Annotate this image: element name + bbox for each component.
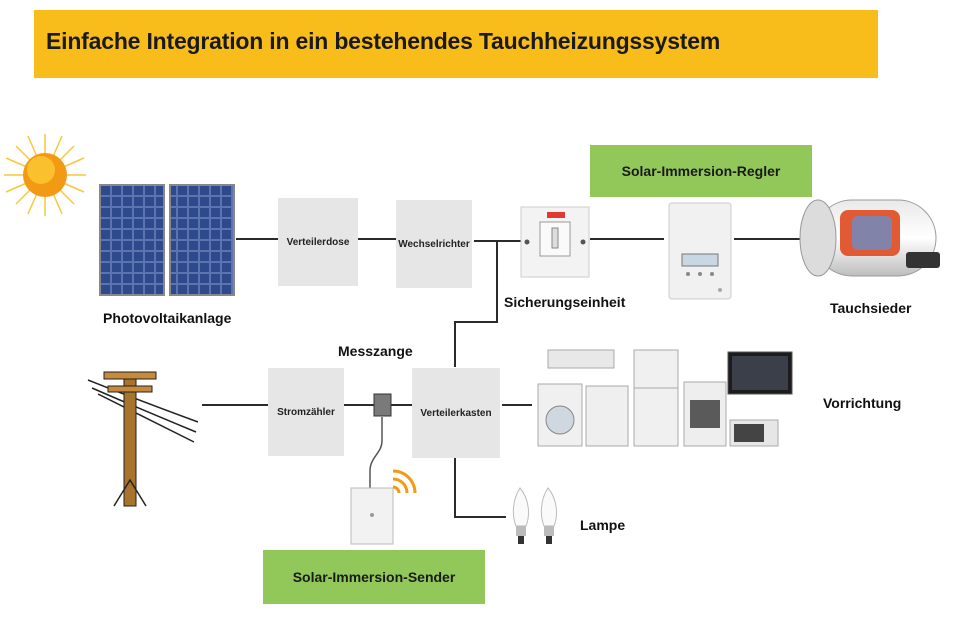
wifi-icon — [392, 469, 417, 494]
bulb-icon — [512, 487, 557, 544]
pv-label: Photovoltaikanlage — [103, 310, 232, 326]
fuse-switch-icon — [520, 206, 590, 278]
wire-pv-junction — [236, 238, 278, 240]
clamp-sensor-icon — [373, 393, 392, 417]
wire-distribution-down — [454, 458, 456, 518]
wire-fuse-controller — [590, 238, 664, 240]
meter-box: Stromzähler — [268, 368, 344, 456]
wire-fuse-down — [496, 242, 498, 322]
solar-panel-icon — [99, 184, 235, 296]
clamp-cable — [369, 417, 383, 491]
clamp-label: Messzange — [338, 343, 413, 359]
wire-inverter-fuse — [474, 240, 522, 242]
page-title: Einfache Integration in ein bestehendes … — [46, 28, 721, 54]
wire-junction-inverter — [358, 238, 396, 240]
water-tank-icon — [799, 199, 940, 277]
lamp-label: Lampe — [580, 517, 626, 533]
junction-box: Verteilerdose — [278, 198, 358, 286]
wire-to-distribution — [454, 321, 456, 367]
wire-distribution-appliances — [502, 404, 532, 406]
sun-icon — [4, 134, 86, 216]
distribution-box: Verteilerkasten — [412, 368, 500, 458]
power-pole-icon — [87, 371, 199, 507]
immersion-heater-label: Tauchsieder — [830, 300, 912, 316]
inverter-box: Wechselrichter — [396, 200, 472, 288]
appliances-icon — [537, 349, 793, 447]
appliances-label: Vorrichtung — [823, 395, 902, 411]
controller-device-icon — [668, 202, 732, 300]
wire-controller-tank — [734, 238, 800, 240]
controller-label: Solar-Immersion-Regler — [590, 145, 812, 197]
fuse-unit-label: Sicherungseinheit — [504, 294, 626, 310]
wire-fuse-horizontal — [454, 321, 498, 323]
title-banner: Einfache Integration in ein bestehendes … — [34, 10, 878, 78]
wire-to-lamp — [454, 516, 506, 518]
wire-pole-meter — [202, 404, 268, 406]
sender-label: Solar-Immersion-Sender — [263, 550, 485, 604]
sender-device-icon — [350, 487, 394, 545]
